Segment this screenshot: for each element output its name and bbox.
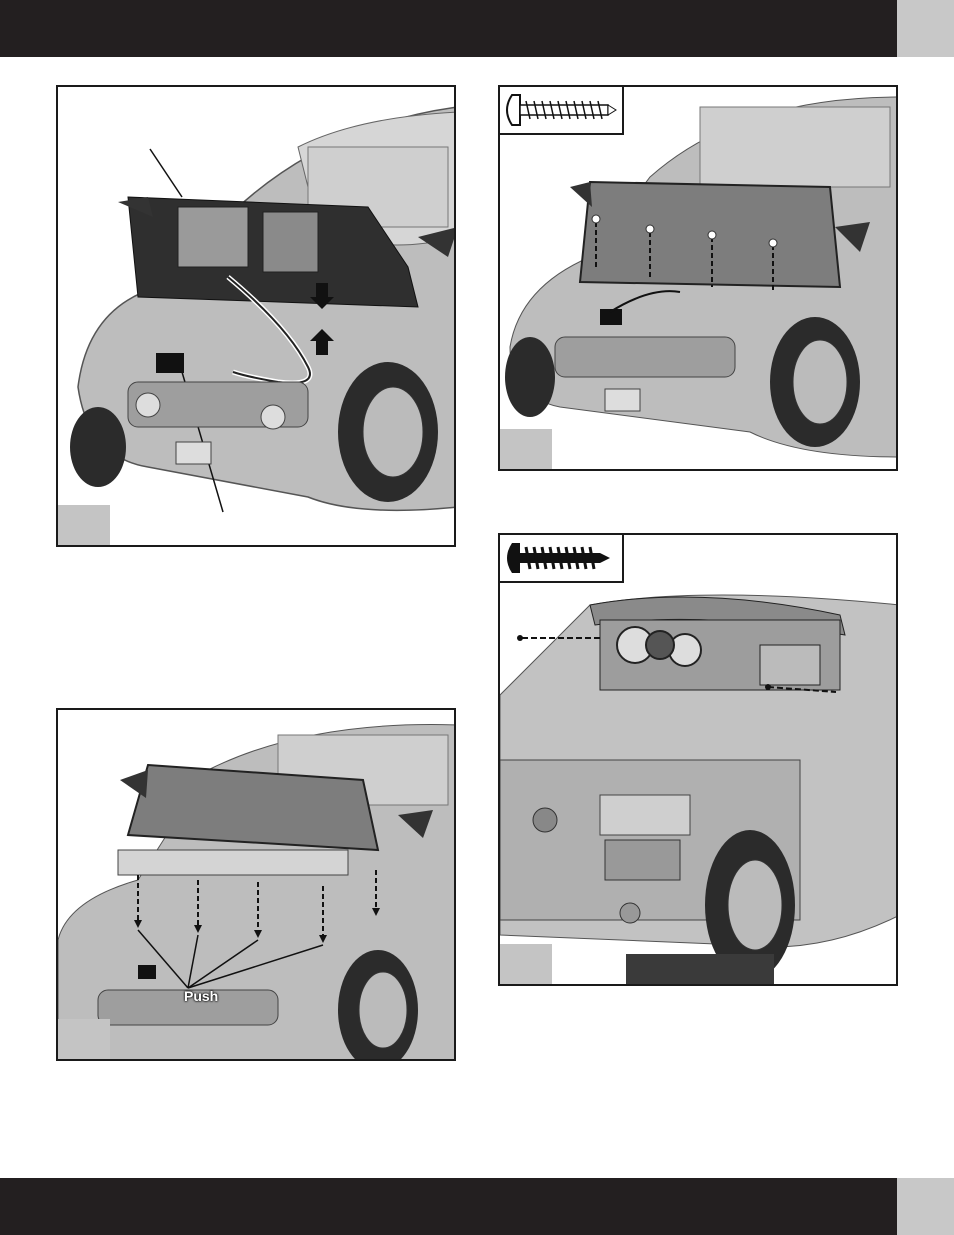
step-number-box bbox=[500, 944, 552, 984]
connector-icon bbox=[156, 353, 184, 373]
step-number-box bbox=[58, 505, 110, 545]
step-panel-wiring bbox=[56, 85, 456, 547]
push-label: Push bbox=[184, 988, 218, 1004]
car-dashboard-screw-illustration bbox=[500, 87, 898, 471]
car-wiring-illustration bbox=[58, 87, 456, 547]
step-panel-side-screws bbox=[498, 533, 898, 986]
step-number-box bbox=[500, 429, 552, 469]
step-number-box bbox=[58, 1019, 110, 1059]
screw-icon bbox=[500, 87, 622, 133]
hardware-callout-box bbox=[500, 87, 624, 135]
step-panel-dashboard-screws bbox=[498, 85, 898, 471]
header-bar bbox=[0, 0, 897, 57]
caption-bar bbox=[626, 954, 774, 984]
hardware-callout-box bbox=[500, 535, 624, 583]
screw-icon bbox=[500, 535, 622, 581]
step-panel-push-dashboard: Push bbox=[56, 708, 456, 1061]
car-rear-dashboard-illustration bbox=[500, 535, 898, 986]
footer-bar bbox=[0, 1178, 897, 1235]
header-page-tab bbox=[897, 0, 954, 57]
car-push-dashboard-illustration bbox=[58, 710, 456, 1061]
footer-page-tab bbox=[897, 1178, 954, 1235]
